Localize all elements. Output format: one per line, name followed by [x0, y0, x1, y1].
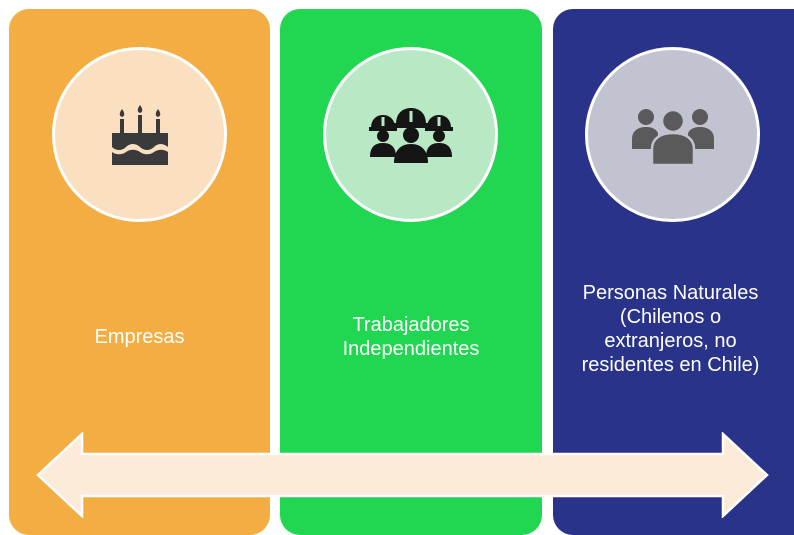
label-line: Empresas	[94, 326, 185, 348]
group-people-icon	[631, 108, 714, 165]
label-line: residentes en Chile)	[581, 354, 760, 376]
panel-trabajadores: Trabajadores Independientes	[280, 9, 542, 535]
label-trabajadores: Trabajadores Independientes	[280, 313, 542, 361]
label-line: extranjeros, no	[604, 330, 737, 352]
label-empresas: Empresas	[9, 325, 270, 349]
construction-workers-icon	[368, 107, 453, 163]
label-line: (Chilenos o	[619, 306, 722, 328]
panel-personas: Personas Naturales (Chilenos o extranjer…	[553, 9, 794, 535]
circle-empresas	[52, 47, 227, 222]
double-headed-arrow	[36, 432, 769, 518]
circle-trabajadores	[323, 47, 498, 222]
label-line: Trabajadores	[352, 314, 470, 336]
label-line: Independientes	[342, 338, 480, 360]
birthday-cake-icon	[111, 104, 168, 165]
panel-empresas: Empresas	[9, 9, 270, 535]
circle-personas	[585, 47, 760, 222]
label-line: Personas Naturales	[582, 282, 759, 304]
label-personas: Personas Naturales (Chilenos o extranjer…	[553, 281, 788, 377]
